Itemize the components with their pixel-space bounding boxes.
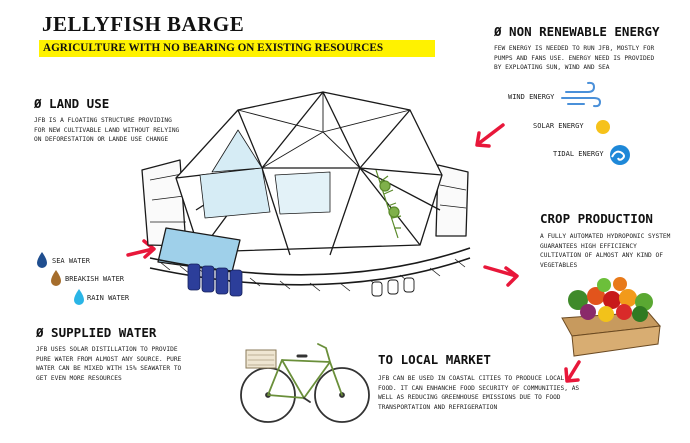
vegetable-crate bbox=[561, 277, 661, 357]
brackish-water-drop-icon bbox=[51, 270, 61, 286]
wave-icon bbox=[610, 145, 630, 165]
page-subtitle: AGRICULTURE WITH NO BEARING ON EXISTING … bbox=[39, 40, 435, 57]
crop-text: A fully automated hydroponic system guar… bbox=[540, 233, 671, 269]
rain-water-label: RAIN WATER bbox=[87, 294, 130, 302]
wind-icon bbox=[561, 81, 602, 108]
energy-text: Few energy is needed to run JFB, mostly … bbox=[494, 45, 655, 71]
plant-wall bbox=[375, 169, 402, 239]
crop-heading: CROP PRODUCTION bbox=[540, 211, 653, 226]
bicycle bbox=[240, 343, 370, 423]
wind-energy-label: Wind energy bbox=[508, 93, 555, 101]
market-heading: TO LOCAL MARKET bbox=[378, 352, 491, 367]
rain-water-drop-icon bbox=[74, 289, 84, 305]
brackish-water-label: BREAKISH WATER bbox=[65, 275, 125, 283]
water-tanks bbox=[187, 263, 243, 297]
energy-heading: Ø NON RENEWABLE ENERGY bbox=[494, 24, 660, 39]
sea-water-label: SEA WATER bbox=[52, 257, 90, 265]
barge-illustration bbox=[141, 91, 471, 297]
solar-energy-label: Solar energy bbox=[533, 122, 584, 130]
land-use-heading: Ø LAND USE bbox=[34, 96, 110, 111]
sun-icon bbox=[596, 120, 610, 134]
tidal-energy-label: Tidal energy bbox=[553, 150, 604, 158]
land-use-text: JFB is a floating structure providing fo… bbox=[34, 117, 180, 143]
arrow-icon bbox=[126, 123, 581, 383]
supplied-water-text: JFB uses solar distillation to provide p… bbox=[36, 346, 182, 382]
sea-water-drop-icon bbox=[37, 252, 47, 268]
page-title: JELLYFISH BARGE bbox=[42, 12, 245, 36]
supplied-water-heading: Ø SUPPLIED WATER bbox=[36, 325, 157, 340]
market-text: JFB can be used in coastal cities to pro… bbox=[378, 375, 580, 411]
